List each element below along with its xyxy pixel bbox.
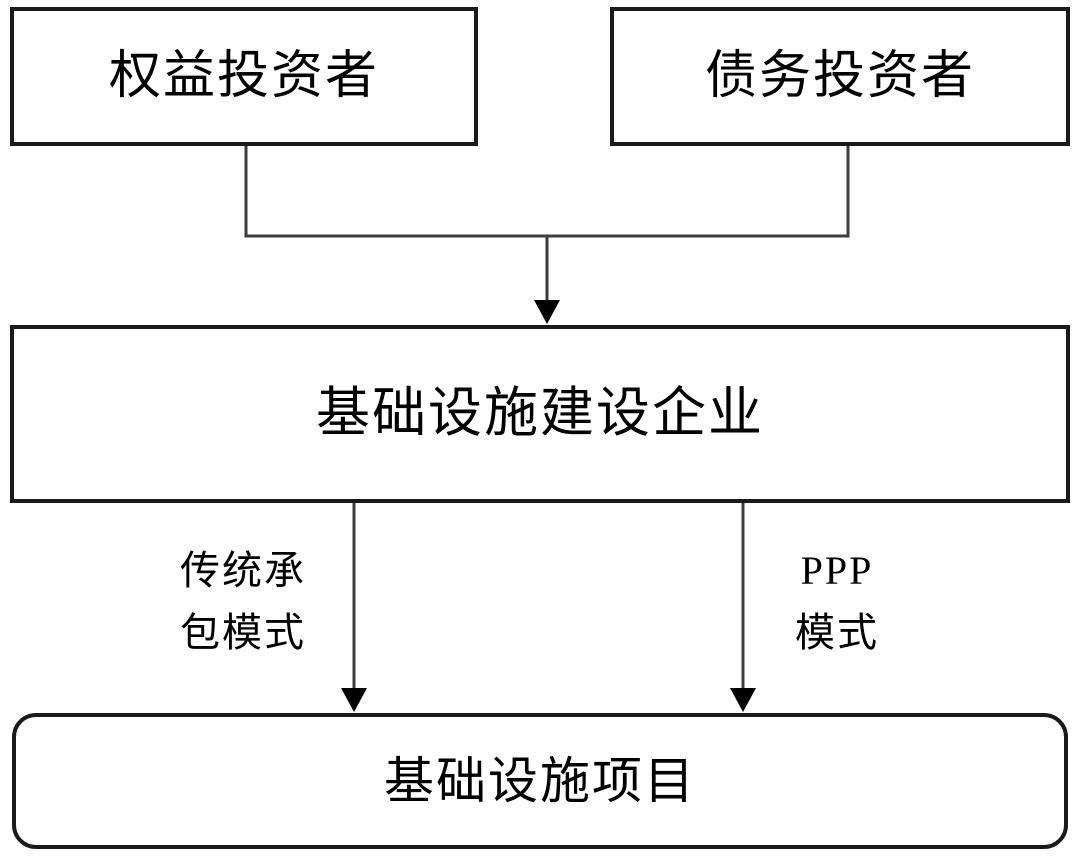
debt-investors-label: 债务投资者 (704, 47, 975, 105)
traditional-mode-label-line2: 包模式 (180, 610, 306, 655)
arrowhead-into-enterprise (534, 300, 560, 324)
node-debt-investors: 债务投资者 (610, 7, 1070, 146)
node-equity-investors: 权益投资者 (10, 7, 478, 146)
ppp-mode-label-line2: 模式 (795, 610, 879, 655)
ppp-mode-label-line1: PPP (800, 548, 874, 593)
equity-investors-label: 权益投资者 (108, 47, 379, 105)
edge-label-ppp-mode: PPP 模式 (737, 540, 937, 664)
connector-equity-to-junction (244, 146, 547, 238)
infrastructure-project-label: 基础设施项目 (384, 752, 696, 809)
node-infrastructure-enterprise: 基础设施建设企业 (10, 325, 1070, 503)
arrowhead-ppp-into-project (730, 688, 756, 712)
arrowhead-traditional-into-project (341, 688, 367, 712)
node-infrastructure-project: 基础设施项目 (12, 713, 1068, 849)
edge-label-traditional-contracting-mode: 传统承 包模式 (143, 540, 343, 664)
traditional-mode-label-line1: 传统承 (180, 548, 306, 593)
connector-debt-to-junction (547, 146, 850, 238)
infrastructure-enterprise-label: 基础设施建设企业 (316, 383, 764, 444)
